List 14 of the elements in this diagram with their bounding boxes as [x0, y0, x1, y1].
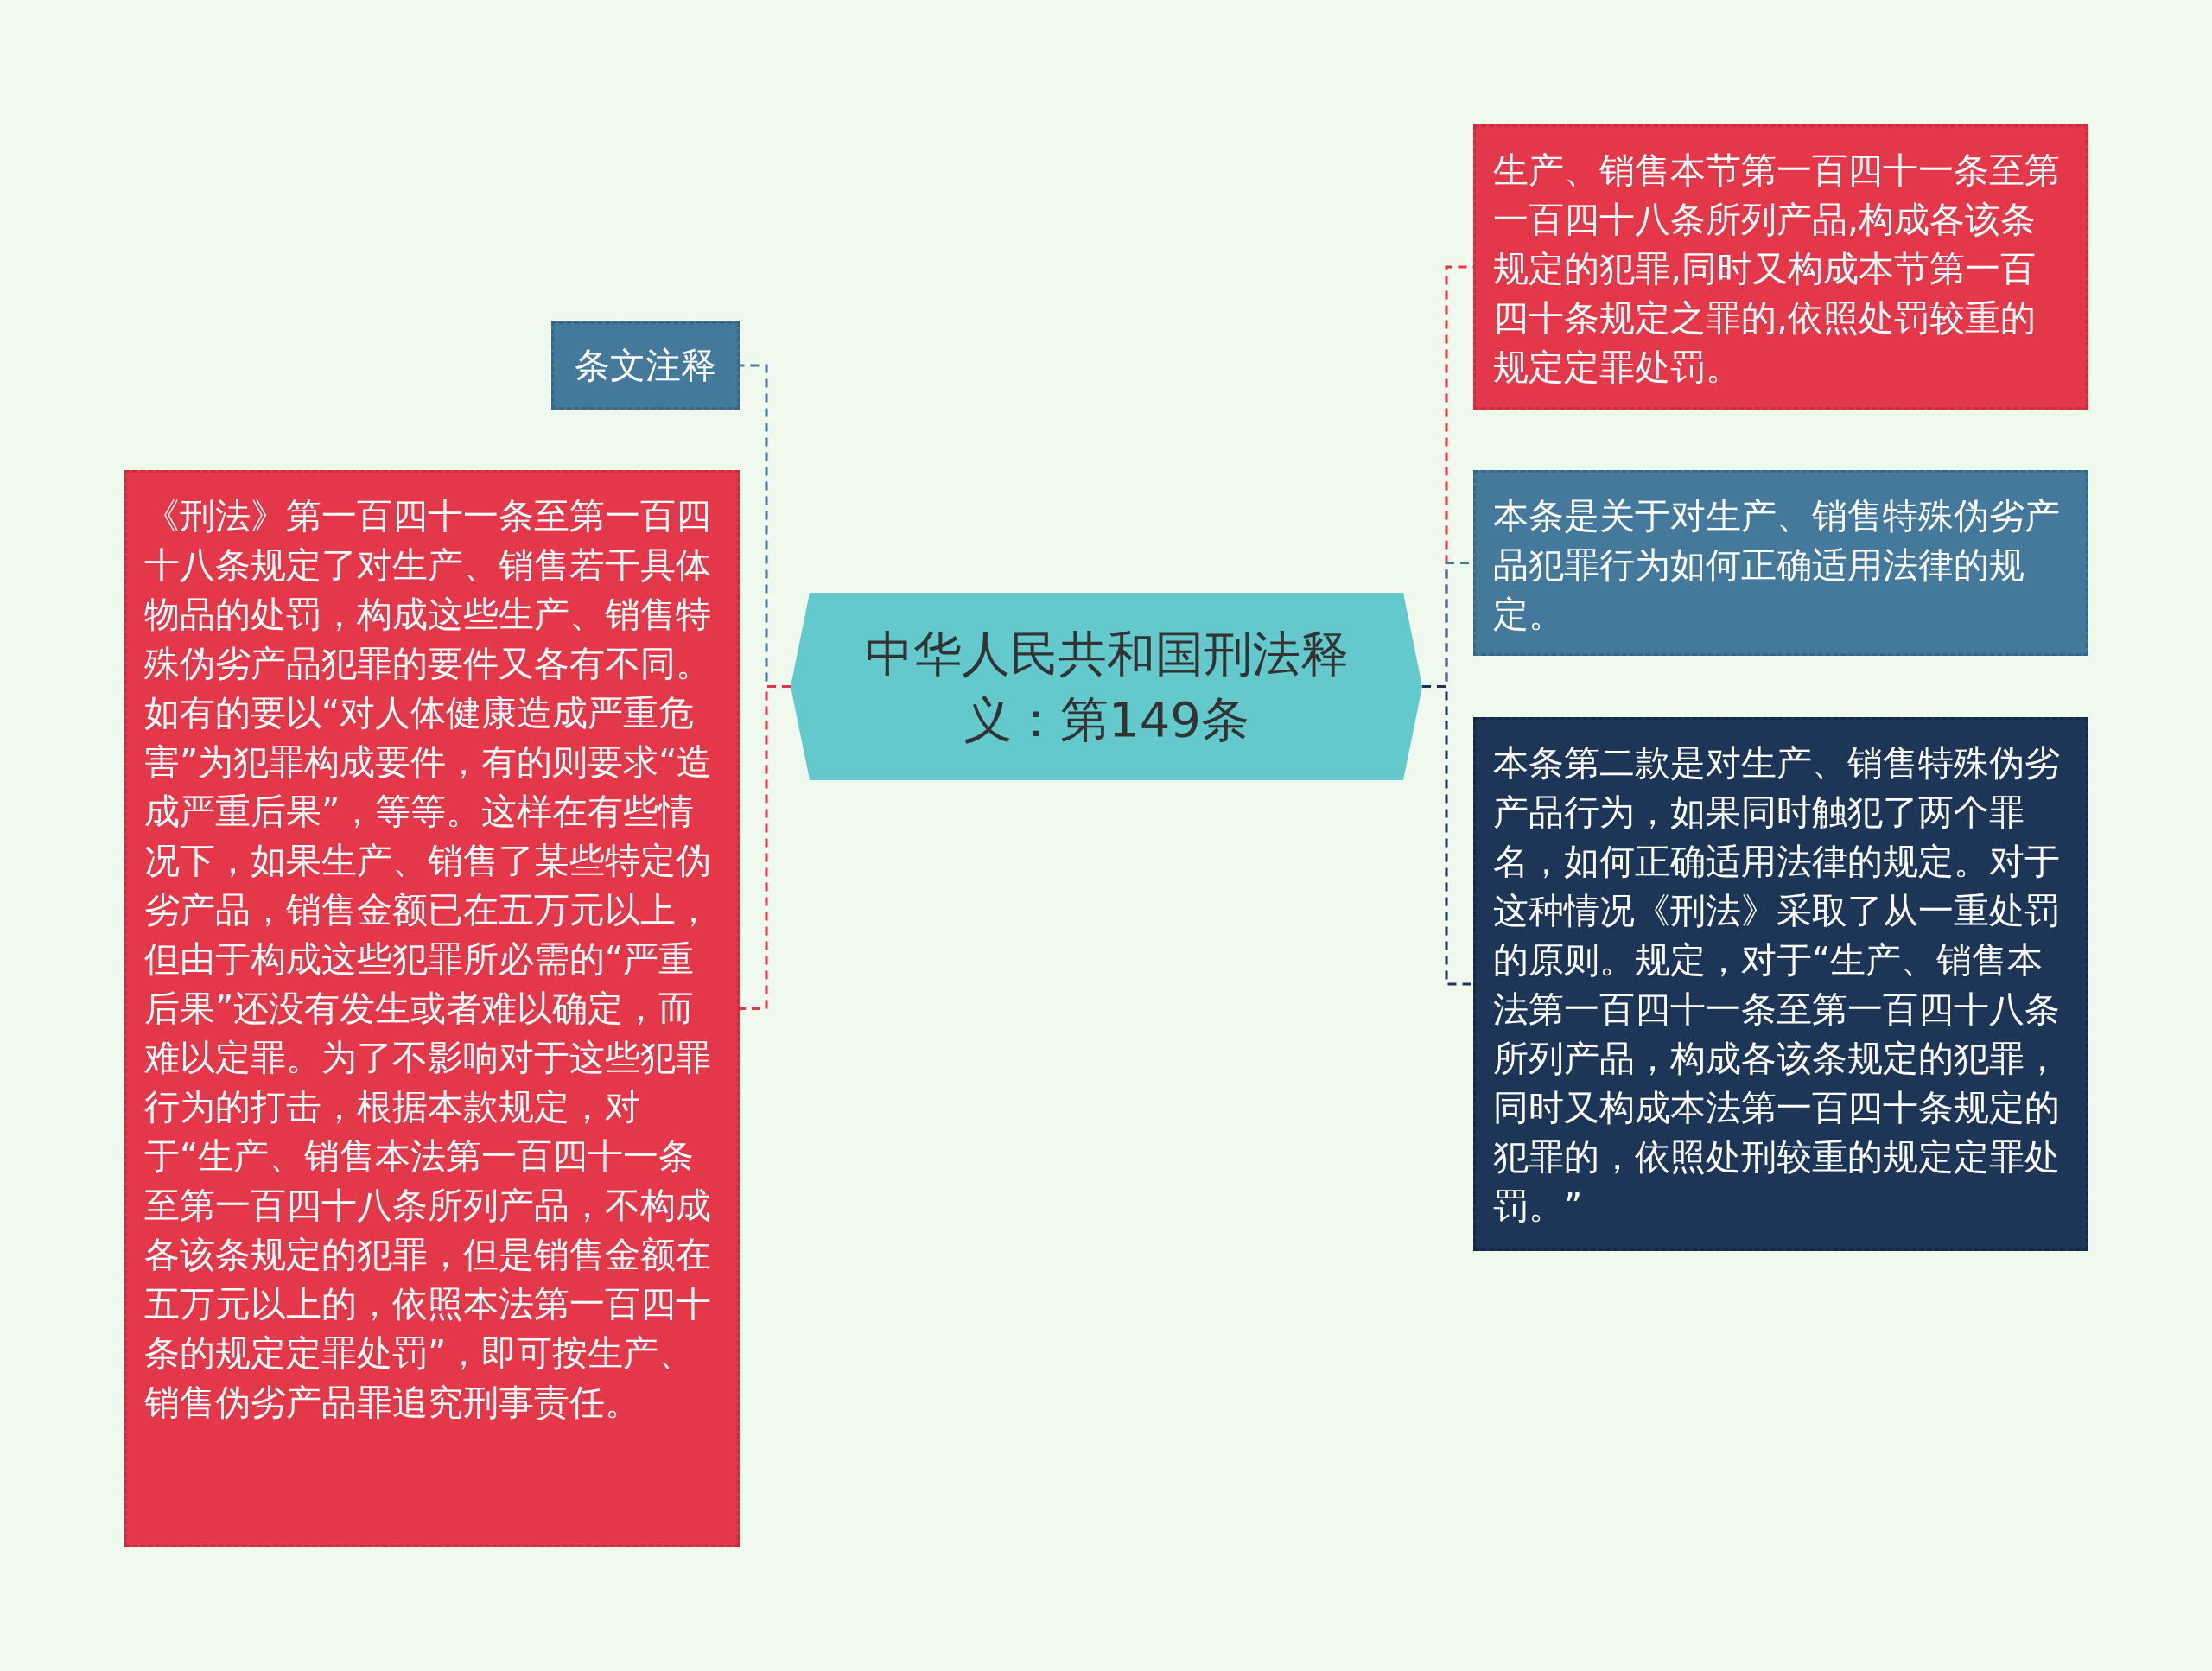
- text-card: [1473, 717, 2088, 1251]
- body-text: 生产、销售本节第一百四十一条至第一百四十八条所列产品,构成各该条规定的犯罪,同时又构成本节第一百四十条规定之罪的,依照处罚较重的规定定罪处罚。: [1493, 149, 2061, 390]
- connector-line: [740, 685, 791, 1010]
- connector-line: [1422, 685, 1473, 986]
- body-text: 《刑法》第一百四十一条至第一百四十八条规定了对生产、销售若干具体物品的处罚，构成这些生产、销售特殊伪劣产品犯罪的要件又各有不同。如有的要以“对人体健康造成严重危害”为犯罪构成要件，有的则要求“造成严重后果”，等等。这样在有些情况下，如果生产、销售了某些特定伪劣产品，销售金额已在五万元以上，但由于构成这些犯罪所必需的“严重后果”还没有发生或者难以确定，而难以定罪。为了不影响对于这些犯罪行为的打击，根据本款规定，对于“生产、销售本法第一百四十一条至第一百四十八条所列产品，不构成各该条规定的犯罪，但是销售金额在五万元以上的，依照本法第一百四十条的规定定罪处罚”，即可按生产、销售伪劣产品罪追究刑事责任。: [144, 494, 714, 1425]
- topic-hexagon: [791, 593, 1422, 780]
- body-text: 条文注释: [575, 343, 716, 388]
- body-text: 本条第二款是对生产、销售特殊伪劣产品行为，如果同时触犯了两个罪名，如何正确适用法律的规定。对于这种情况《刑法》采取了从一重处罚的原则。规定，对于“生产、销售本法第一百四十一条至第一百四十八条所列产品，构成各该条规定的犯罪，同时又构成本法第一百四十条规定的犯罪的，依照处刑较重的规定定罪处罚。”: [1493, 741, 2061, 1229]
- topic-title: 中华人民共和国刑法释义：第149条: [863, 624, 1350, 749]
- body-text: 本条是关于对生产、销售特殊伪劣产品犯罪行为如何正确适用法律的规定。: [1493, 494, 2061, 637]
- text-card: [1473, 124, 2088, 410]
- text-card: [1473, 470, 2088, 656]
- text-card: [124, 470, 740, 1547]
- label-box: [551, 321, 740, 410]
